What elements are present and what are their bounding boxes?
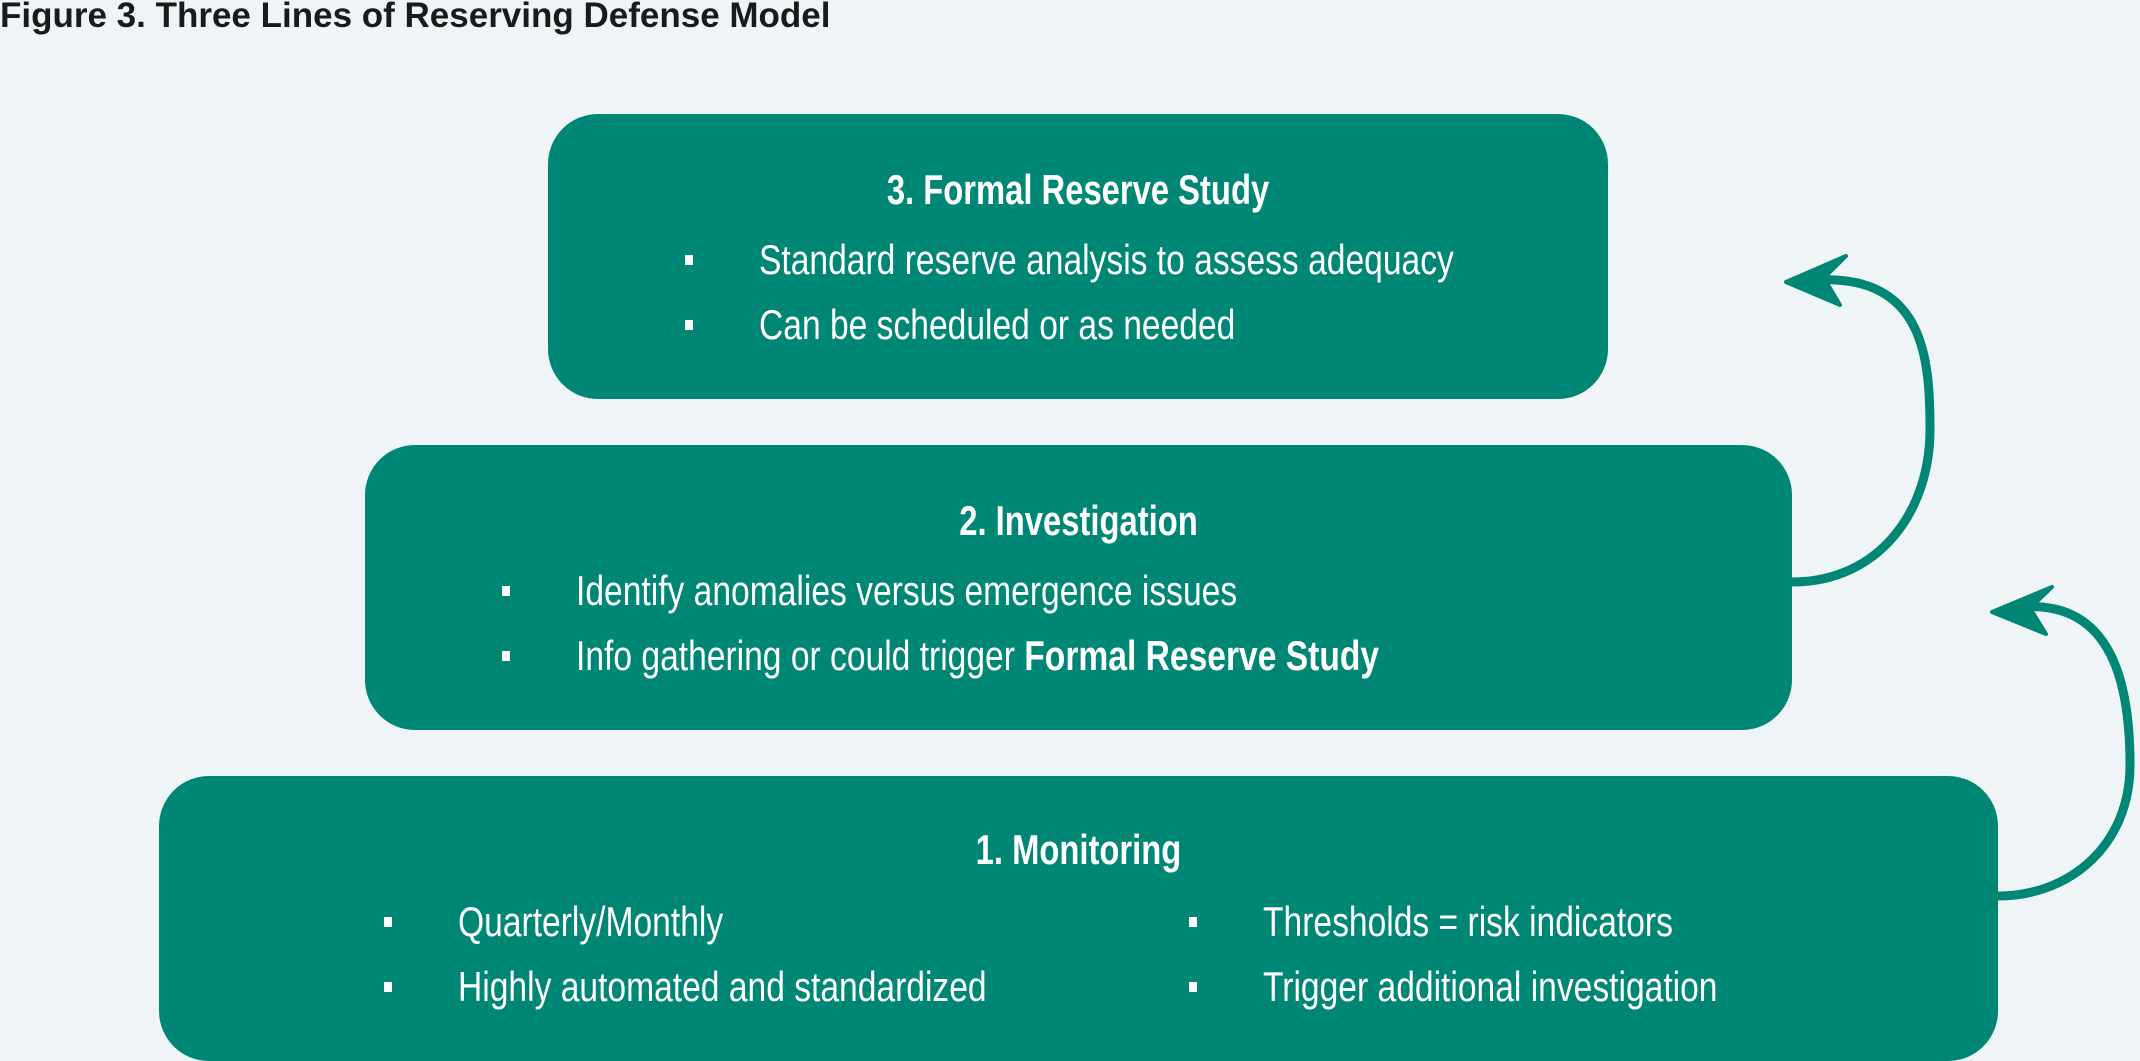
figure-title: Figure 3. Three Lines of Reserving Defen… <box>0 0 831 35</box>
bullet-marker <box>502 586 510 596</box>
bullet-text: Quarterly/Monthly <box>458 898 724 945</box>
bullet-text: Trigger additional investigation <box>1263 963 1718 1010</box>
bullet-text-bold: Formal Reserve Study <box>1024 632 1380 679</box>
level-1-box: 1. Monitoring Quarterly/Monthly Highly a… <box>159 776 1998 1061</box>
level-1-title: 1. Monitoring <box>975 826 1182 873</box>
bullet-marker <box>384 917 392 927</box>
bullet-marker <box>502 651 510 661</box>
level-2-title: 2. Investigation <box>959 497 1198 544</box>
bullet-text: Info gathering or could trigger Formal R… <box>576 631 1379 681</box>
bullet-text: Highly automated and standardized <box>458 963 987 1010</box>
bullet-marker <box>384 982 392 992</box>
bullet-text: Identify anomalies versus emergence issu… <box>576 567 1238 614</box>
bullet-marker <box>1189 982 1197 992</box>
level-3-box: 3. Formal Reserve Study Standard reserve… <box>548 114 1608 399</box>
bullet-text: Standard reserve analysis to assess adeq… <box>759 236 1454 283</box>
bullet-text: Can be scheduled or as needed <box>759 301 1236 348</box>
bullet-text-plain: Info gathering or could trigger <box>576 632 1025 679</box>
arrow-monitoring-to-investigation-icon <box>1990 585 2135 901</box>
bullet-marker <box>1189 917 1197 927</box>
bullet-marker <box>685 255 693 265</box>
arrow-investigation-to-formal-study-icon <box>1784 254 1935 587</box>
bullet-text: Thresholds = risk indicators <box>1263 898 1673 945</box>
level-3-title: 3. Formal Reserve Study <box>886 166 1270 213</box>
bullet-marker <box>685 320 693 330</box>
level-2-box: 2. Investigation Identify anomalies vers… <box>365 445 1792 730</box>
